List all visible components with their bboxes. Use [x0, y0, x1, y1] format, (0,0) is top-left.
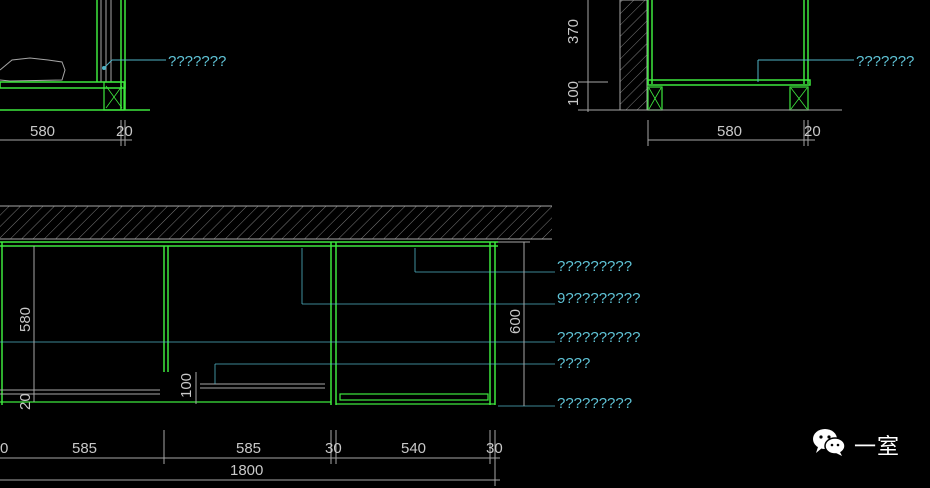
shoe-outline: [0, 57, 66, 82]
bottom-callout-1: ?????????: [557, 258, 632, 275]
top-right-edge-dim: 20: [804, 123, 821, 140]
bottom-small-height-dim: 100: [178, 373, 195, 398]
top-left-detail: [0, 0, 166, 146]
bottom-seg2-dim: 585: [236, 440, 261, 457]
bottom-elevation: [0, 205, 555, 486]
bottom-total-dim: 1800: [230, 462, 263, 479]
wechat-icon: [812, 428, 846, 461]
top-left-width-dim: 580: [30, 123, 55, 140]
top-left-edge-dim: 20: [116, 123, 133, 140]
top-left-callout: ???????: [168, 53, 226, 70]
bottom-callout-3: ??????????: [557, 329, 640, 346]
top-right-callout: ???????: [856, 53, 914, 70]
watermark: 一室: [812, 428, 900, 461]
bottom-left-edge-width-dim: 0: [0, 440, 8, 457]
top-right-detail: [578, 0, 854, 146]
watermark-text: 一室: [853, 433, 900, 459]
top-right-upper-height-dim: 370: [565, 19, 582, 44]
bottom-seg3-dim: 540: [401, 440, 426, 457]
top-right-lower-height-dim: 100: [565, 81, 582, 106]
bottom-seg1-dim: 585: [72, 440, 97, 457]
bottom-depth-dim: 580: [17, 307, 34, 332]
bottom-callout-2: 9?????????: [557, 290, 640, 307]
bottom-callout-5: ?????????: [557, 395, 632, 412]
bottom-callout-4: ????: [557, 355, 590, 372]
bottom-gap1-dim: 30: [325, 440, 342, 457]
bottom-gap2-dim: 30: [486, 440, 503, 457]
top-right-width-dim: 580: [717, 123, 742, 140]
bottom-left-edge-dim: 20: [17, 393, 34, 410]
bottom-right-height-dim: 600: [507, 309, 524, 334]
